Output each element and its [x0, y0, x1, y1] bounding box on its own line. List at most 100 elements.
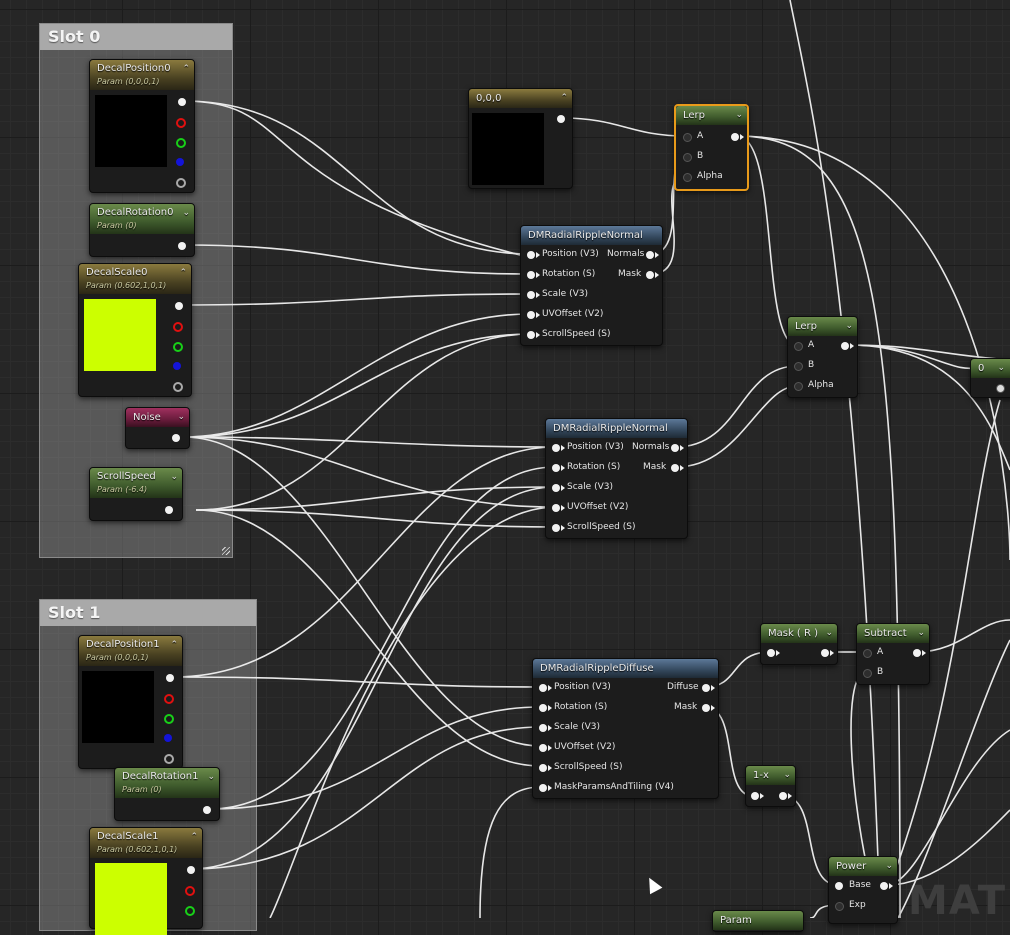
- collapse-chevron-icon[interactable]: ⌃: [560, 93, 568, 103]
- input-pin-b[interactable]: [683, 153, 692, 162]
- output-pin-a[interactable]: [176, 178, 186, 188]
- input-pin-scale[interactable]: [552, 484, 560, 492]
- input-pin-position[interactable]: [552, 444, 560, 452]
- collapse-chevron-icon[interactable]: ⌄: [997, 363, 1005, 373]
- input-pin[interactable]: [751, 792, 759, 800]
- output-pin-r[interactable]: [173, 322, 183, 332]
- node-decal-position0[interactable]: DecalPosition0 Param (0,0,0,1) ⌃: [89, 59, 195, 193]
- node-power[interactable]: Power ⌄ Base Exp: [828, 856, 898, 924]
- node-decal-scale0[interactable]: DecalScale0 Param (0.602,1,0,1) ⌃: [78, 263, 192, 397]
- output-pin-b[interactable]: [173, 362, 181, 370]
- output-pin-g[interactable]: [176, 138, 186, 148]
- output-pin[interactable]: [203, 806, 211, 814]
- output-pin[interactable]: [821, 649, 829, 657]
- node-ripple-normal-2[interactable]: DMRadialRippleNormal Position (V3) Rotat…: [545, 418, 688, 539]
- node-noise[interactable]: Noise ⌄: [125, 407, 190, 449]
- node-mask-r[interactable]: Mask ( R ) ⌄: [760, 623, 838, 665]
- output-pin-r[interactable]: [185, 886, 195, 896]
- output-pin-g[interactable]: [185, 906, 195, 916]
- collapse-chevron-icon[interactable]: ⌄: [885, 861, 893, 871]
- output-pin[interactable]: [731, 133, 739, 141]
- node-ripple-diffuse[interactable]: DMRadialRippleDiffuse Position (V3) Rota…: [532, 658, 719, 799]
- input-pin-alpha[interactable]: [683, 173, 692, 182]
- collapse-chevron-icon[interactable]: ⌄: [177, 412, 185, 422]
- output-pin[interactable]: [178, 242, 186, 250]
- output-pin-normals[interactable]: [646, 251, 654, 259]
- output-pin-a[interactable]: [173, 382, 183, 392]
- resize-grip-icon[interactable]: [222, 547, 230, 555]
- input-pin[interactable]: [767, 649, 775, 657]
- output-pin-g[interactable]: [173, 342, 183, 352]
- output-pin-mask[interactable]: [646, 271, 654, 279]
- node-decal-position1[interactable]: DecalPosition1 Param (0,0,0,1) ⌃: [78, 635, 183, 769]
- input-pin-rotation[interactable]: [539, 704, 547, 712]
- collapse-chevron-icon[interactable]: ⌄: [207, 772, 215, 782]
- output-pin[interactable]: [165, 506, 173, 514]
- input-pin-b[interactable]: [863, 669, 872, 678]
- node-scroll-speed[interactable]: ScrollSpeed Param (-6.4) ⌄: [89, 467, 183, 521]
- output-pin-a[interactable]: [164, 754, 174, 764]
- node-decal-rotation0[interactable]: DecalRotation0 Param (0) ⌄: [89, 203, 195, 257]
- node-one-minus[interactable]: 1-x ⌄: [745, 765, 796, 807]
- output-pin[interactable]: [172, 434, 180, 442]
- node-lerp-1[interactable]: Lerp ⌄ A B Alpha: [674, 104, 749, 191]
- input-pin-maskparams[interactable]: [539, 784, 547, 792]
- output-pin-r[interactable]: [164, 694, 174, 704]
- output-pin[interactable]: [779, 792, 787, 800]
- output-pin-rgba[interactable]: [166, 674, 174, 682]
- input-pin-base[interactable]: [835, 882, 843, 890]
- node-ripple-normal-1[interactable]: DMRadialRippleNormal Position (V3) Rotat…: [520, 225, 663, 346]
- input-pin-exp[interactable]: [835, 902, 844, 911]
- node-decal-scale1[interactable]: DecalScale1 Param (0.602,1,0,1) ⌃: [89, 827, 203, 935]
- output-pin-b[interactable]: [176, 158, 184, 166]
- input-pin-scale[interactable]: [539, 724, 547, 732]
- node-subtract[interactable]: Subtract ⌄ A B: [856, 623, 930, 685]
- output-pin-rgba[interactable]: [187, 866, 195, 874]
- input-pin-scrollspeed[interactable]: [552, 524, 560, 532]
- input-pin-scrollspeed[interactable]: [527, 331, 535, 339]
- output-pin-rgba[interactable]: [175, 302, 183, 310]
- output-pin-r[interactable]: [176, 118, 186, 128]
- node-constant-0[interactable]: 0 ⌄: [970, 358, 1010, 398]
- node-decal-rotation1[interactable]: DecalRotation1 Param (0) ⌄: [114, 767, 220, 821]
- input-pin-uvoffset[interactable]: [527, 311, 535, 319]
- input-pin-a[interactable]: [863, 649, 872, 658]
- input-pin-rotation[interactable]: [527, 271, 535, 279]
- node-lerp-2[interactable]: Lerp ⌄ A B Alpha: [787, 316, 858, 398]
- input-pin-b[interactable]: [794, 362, 803, 371]
- input-pin-alpha[interactable]: [794, 382, 803, 391]
- comment-title[interactable]: Slot 1: [40, 600, 256, 626]
- collapse-chevron-icon[interactable]: ⌃: [179, 268, 187, 278]
- collapse-chevron-icon[interactable]: ⌄: [783, 770, 791, 780]
- output-pin[interactable]: [996, 384, 1005, 393]
- collapse-chevron-icon[interactable]: ⌃: [170, 640, 178, 650]
- output-pin[interactable]: [880, 882, 888, 890]
- collapse-chevron-icon[interactable]: ⌄: [825, 628, 833, 638]
- output-pin[interactable]: [841, 342, 849, 350]
- collapse-chevron-icon[interactable]: ⌄: [170, 472, 178, 482]
- output-pin-b[interactable]: [164, 734, 172, 742]
- node-param-bottom[interactable]: Param: [712, 910, 804, 932]
- input-pin-a[interactable]: [794, 342, 803, 351]
- output-pin[interactable]: [913, 649, 921, 657]
- collapse-chevron-icon[interactable]: ⌄: [182, 208, 190, 218]
- input-pin-uvoffset[interactable]: [539, 744, 547, 752]
- input-pin-position[interactable]: [527, 251, 535, 259]
- node-constant-000[interactable]: 0,0,0 ⌃: [468, 88, 573, 189]
- input-pin-scrollspeed[interactable]: [539, 764, 547, 772]
- input-pin-uvoffset[interactable]: [552, 504, 560, 512]
- input-pin-a[interactable]: [683, 133, 692, 142]
- collapse-chevron-icon[interactable]: ⌃: [182, 64, 190, 74]
- output-pin[interactable]: [557, 115, 565, 123]
- output-pin-rgba[interactable]: [178, 98, 186, 106]
- input-pin-rotation[interactable]: [552, 464, 560, 472]
- output-pin-normals[interactable]: [671, 444, 679, 452]
- collapse-chevron-icon[interactable]: ⌄: [917, 628, 925, 638]
- collapse-chevron-icon[interactable]: ⌄: [735, 110, 743, 120]
- input-pin-scale[interactable]: [527, 291, 535, 299]
- comment-title[interactable]: Slot 0: [40, 24, 232, 50]
- input-pin-position[interactable]: [539, 684, 547, 692]
- collapse-chevron-icon[interactable]: ⌄: [845, 321, 853, 331]
- collapse-chevron-icon[interactable]: ⌃: [190, 832, 198, 842]
- output-pin-diffuse[interactable]: [702, 684, 710, 692]
